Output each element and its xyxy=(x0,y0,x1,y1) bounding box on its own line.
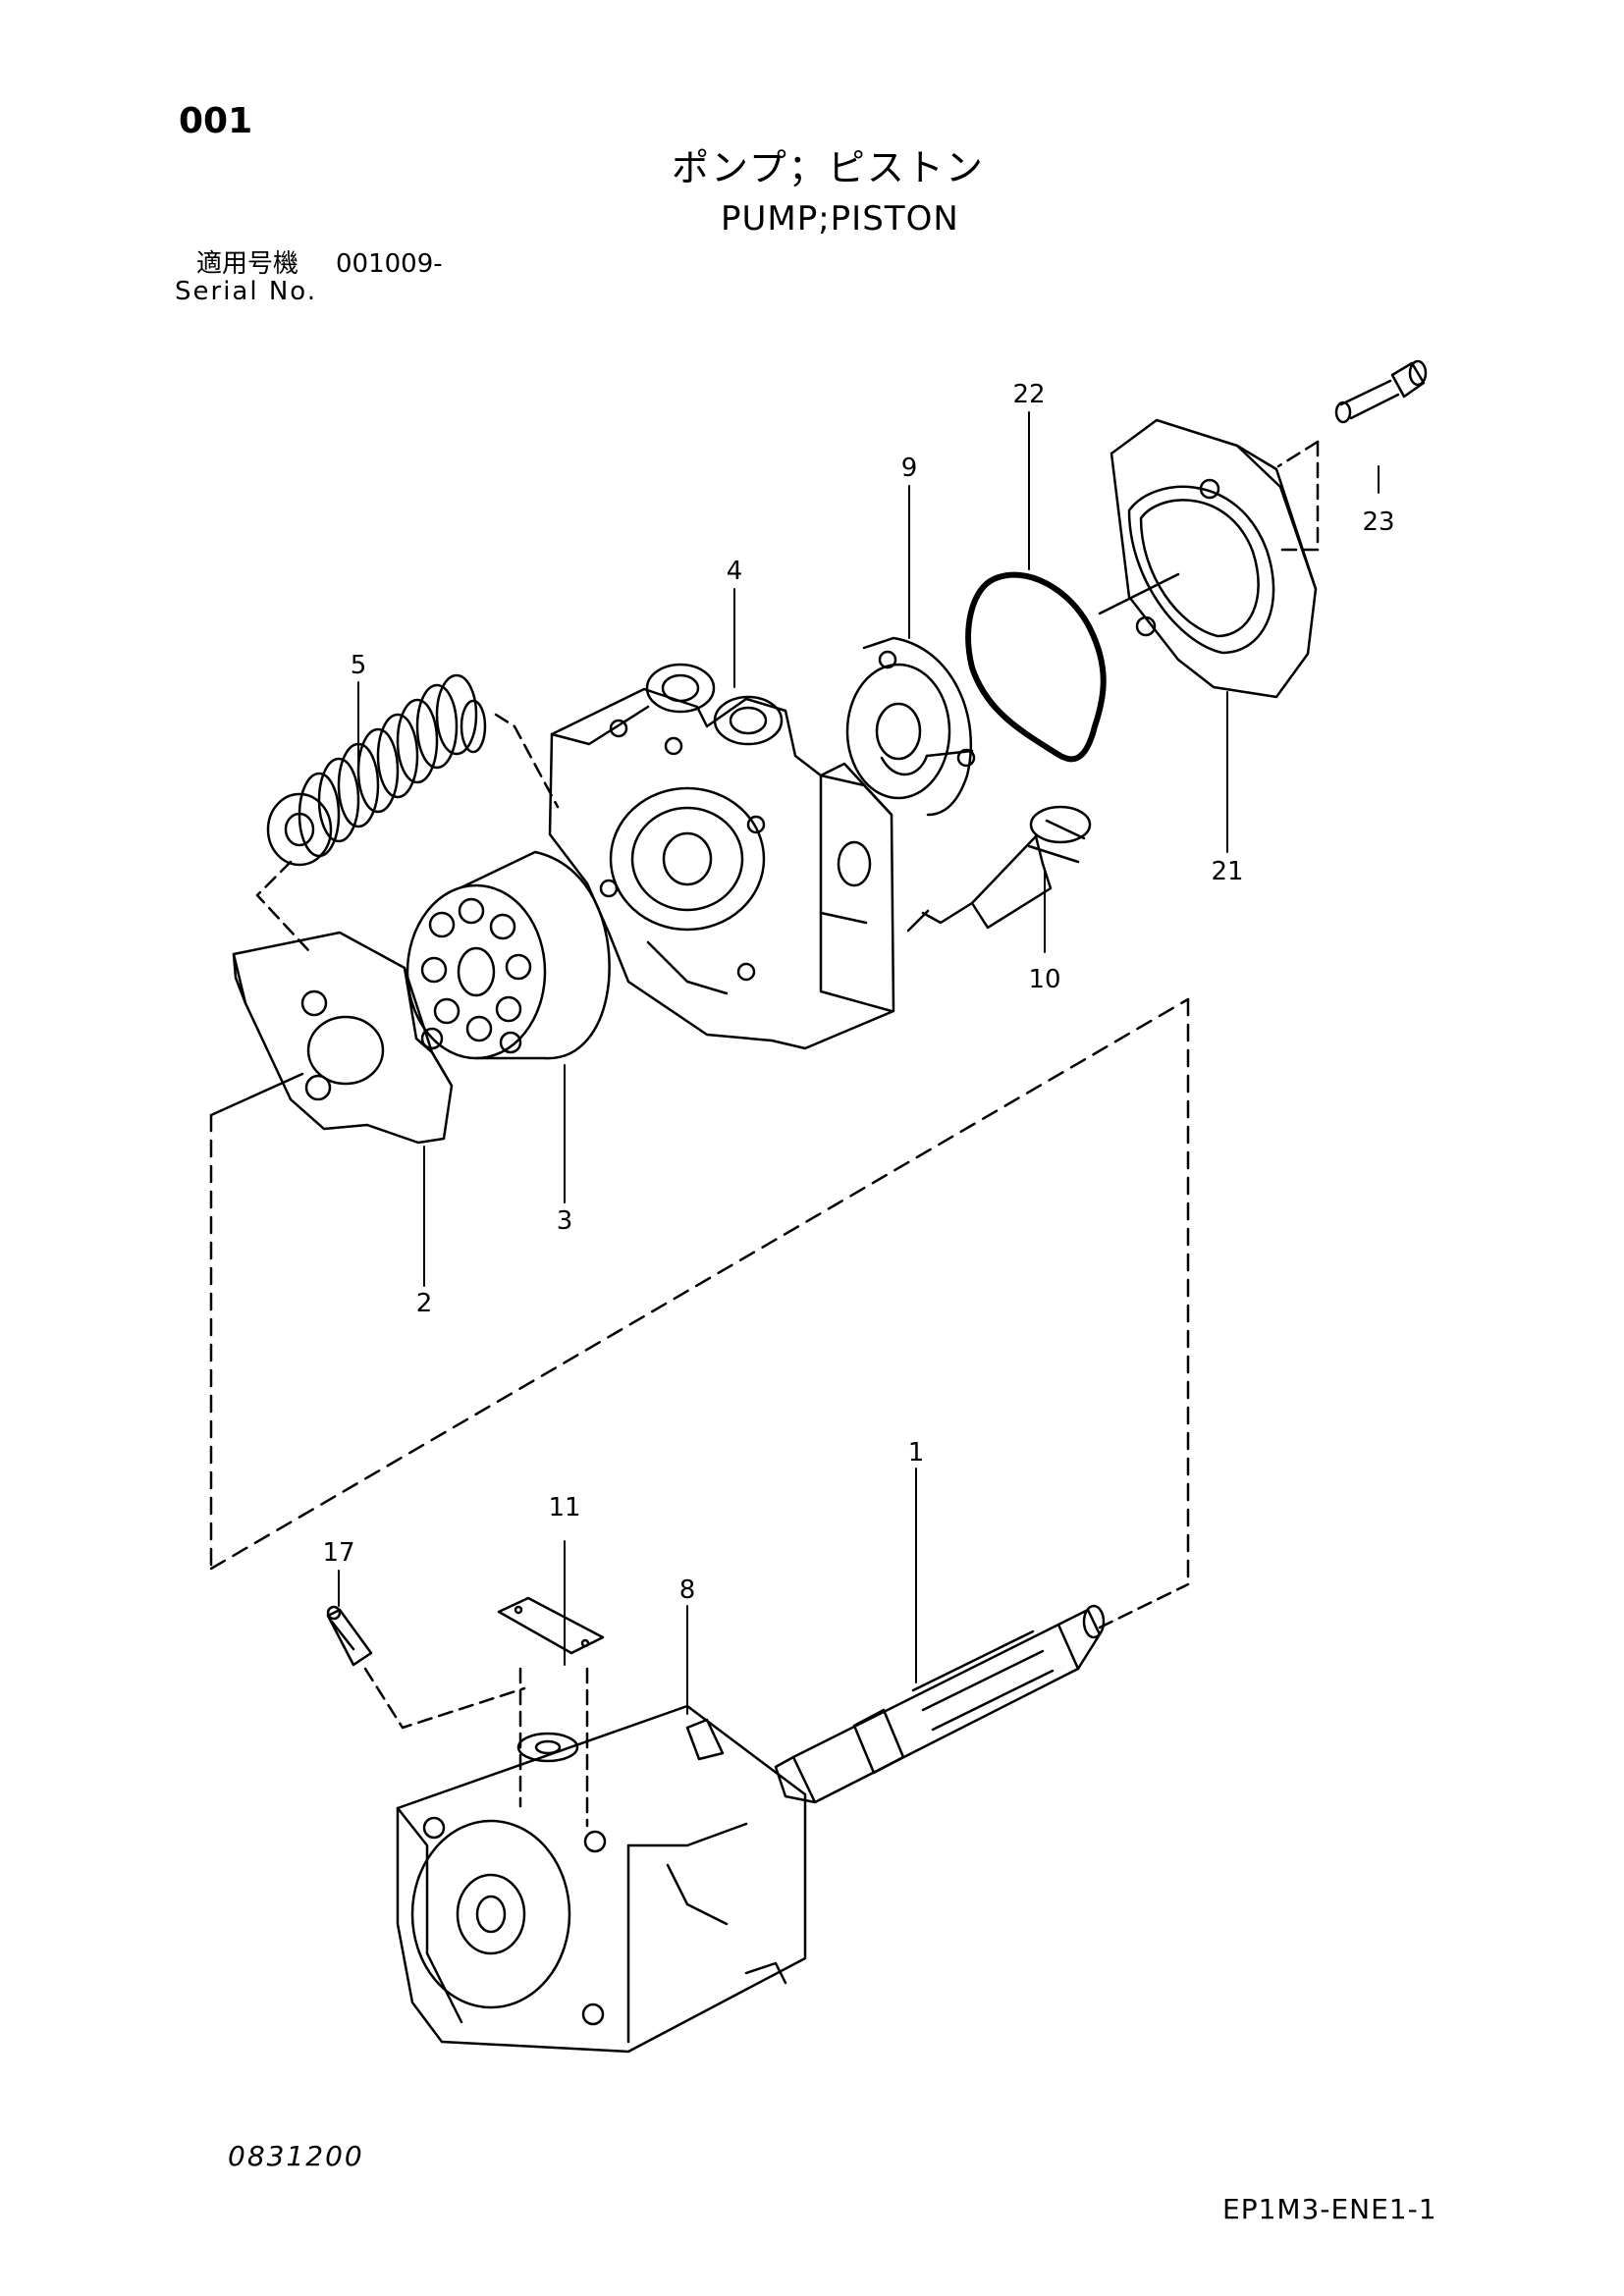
callout-8: 8 xyxy=(679,1575,696,1605)
callout-5: 5 xyxy=(351,651,367,680)
callout-2: 2 xyxy=(416,1289,433,1318)
callout-23: 23 xyxy=(1362,507,1394,537)
part-2-plate xyxy=(209,931,454,1145)
drawing-code: 0831200 xyxy=(228,2140,364,2172)
page-number: 001 xyxy=(179,101,253,141)
part-22-o-ring xyxy=(965,571,1107,763)
part-23-bolt xyxy=(1274,359,1428,552)
callout-9: 9 xyxy=(901,454,918,483)
serial-value: 001009- xyxy=(336,249,443,279)
sheet-code: EP1M3-ENE1-1 xyxy=(1222,2193,1437,2225)
callout-3: 3 xyxy=(557,1206,573,1236)
leader-lines xyxy=(338,411,1380,1715)
callout-11: 11 xyxy=(548,1493,580,1522)
callout-4: 4 xyxy=(727,557,743,586)
part-4-valve-block xyxy=(548,663,895,1050)
callout-17: 17 xyxy=(322,1538,354,1568)
part-8-pump-housing xyxy=(396,1704,807,2054)
callout-labels: 1 2 3 4 5 8 9 10 11 17 21 22 23 xyxy=(322,380,1394,1605)
callout-22: 22 xyxy=(1012,380,1045,409)
assembly-guide-lines xyxy=(209,997,1190,1586)
callout-21: 21 xyxy=(1211,857,1243,886)
serial-label-japanese: 適用号機 xyxy=(196,249,299,279)
part-9-end-plate xyxy=(845,636,976,817)
part-10-sensor xyxy=(906,805,1092,933)
serial-label-english: Serial No. xyxy=(175,277,317,306)
title-japanese: ポンプ；ピストン xyxy=(672,146,985,189)
part-3-cylinder-block xyxy=(406,850,611,1060)
callout-1: 1 xyxy=(908,1438,925,1468)
title-english: PUMP;PISTON xyxy=(721,199,959,239)
part-5-spring-assembly xyxy=(255,673,560,952)
part-21-cover-flange xyxy=(1098,418,1318,699)
part-1-shaft xyxy=(774,1582,1190,1804)
part-17-fitting xyxy=(326,1605,526,1730)
callout-10: 10 xyxy=(1028,965,1060,994)
part-11-plate xyxy=(497,1596,605,1828)
